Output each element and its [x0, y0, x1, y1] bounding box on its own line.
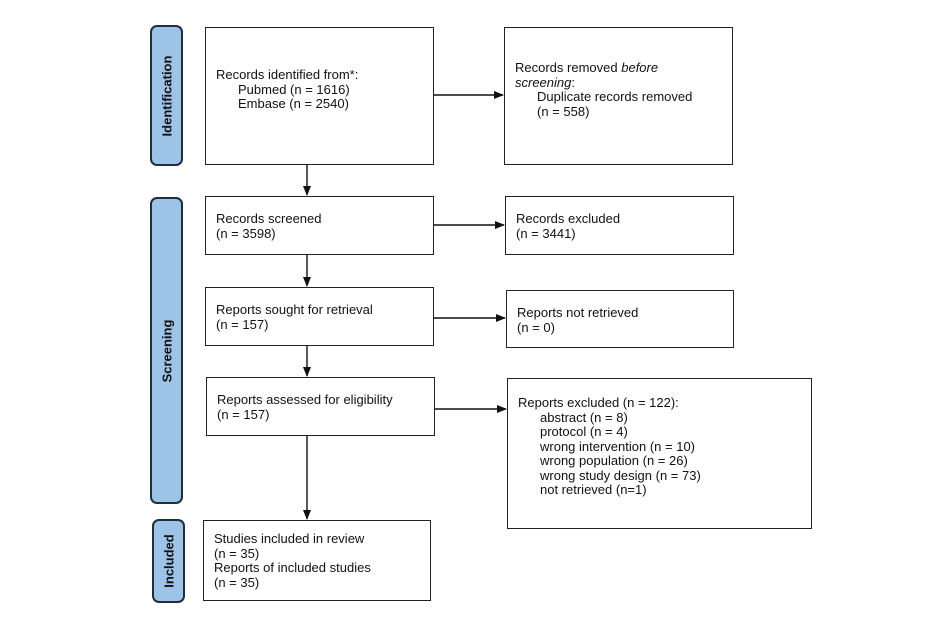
exclusion-reason: wrong intervention (n = 10) [540, 438, 696, 454]
records-removed-title-italic-screening: screening [515, 74, 572, 90]
phase-band-screening: Screening [150, 197, 183, 504]
reports-assessed-box: Reports assessed for eligibility (n = 15… [206, 377, 435, 436]
exclusion-reason: wrong population (n = 26) [540, 453, 688, 468]
exclusion-reason: wrong study design (n = 73) [540, 467, 701, 483]
pubmed-count: Pubmed (n = 1616) [238, 81, 350, 97]
reports-excluded-title: Reports excluded (n = 122): [518, 395, 679, 410]
duplicate-records-label: Duplicate records removed [537, 89, 693, 104]
exclusion-reason: protocol (n = 4) [540, 424, 628, 439]
records-screened-count: (n = 3598) [216, 225, 276, 241]
phase-band-identification: Identification [150, 25, 183, 166]
phase-band-included: Included [152, 519, 185, 603]
records-identified-title: Records identified from*: [216, 67, 359, 82]
reports-included-count: (n = 35) [214, 574, 260, 590]
reports-not-retrieved-count: (n = 0) [517, 319, 555, 335]
exclusion-reason: abstract (n = 8) [540, 409, 628, 425]
reports-excluded-box: Reports excluded (n = 122): abstract (n … [507, 378, 812, 529]
reports-not-retrieved-title: Reports not retrieved [517, 305, 639, 320]
records-screened-box: Records screened (n = 3598) [205, 196, 434, 255]
reports-sought-count: (n = 157) [216, 316, 269, 332]
reports-assessed-count: (n = 157) [217, 406, 270, 422]
records-excluded-box: Records excluded (n = 3441) [505, 196, 734, 255]
reports-sought-title: Reports sought for retrieval [216, 302, 373, 317]
records-screened-title: Records screened [216, 211, 322, 226]
studies-included-count: (n = 35) [214, 545, 260, 561]
records-excluded-count: (n = 3441) [516, 225, 576, 241]
duplicate-records-count: (n = 558) [537, 103, 590, 119]
exclusion-reason: not retrieved (n=1) [540, 482, 647, 497]
studies-included-title: Studies included in review [214, 531, 365, 546]
reports-assessed-title: Reports assessed for eligibility [217, 392, 393, 407]
reports-not-retrieved-box: Reports not retrieved (n = 0) [506, 290, 734, 348]
records-removed-title-italic-before: before [621, 60, 659, 75]
reports-included-title: Reports of included studies [214, 560, 371, 575]
records-removed-title-colon: : [571, 74, 575, 90]
reports-sought-box: Reports sought for retrieval (n = 157) [205, 287, 434, 346]
records-removed-title-line2: screening: [515, 74, 722, 91]
records-excluded-title: Records excluded [516, 211, 621, 226]
embase-count: Embase (n = 2540) [238, 96, 349, 111]
records-removed-title-plain: Records removed [515, 60, 618, 75]
records-removed-title-line1: Records removed before [515, 60, 722, 76]
studies-included-box: Studies included in review (n = 35) Repo… [203, 520, 431, 601]
records-removed-box: Records removed before screening: Duplic… [504, 27, 733, 165]
records-identified-box: Records identified from*: Pubmed (n = 16… [205, 27, 434, 165]
